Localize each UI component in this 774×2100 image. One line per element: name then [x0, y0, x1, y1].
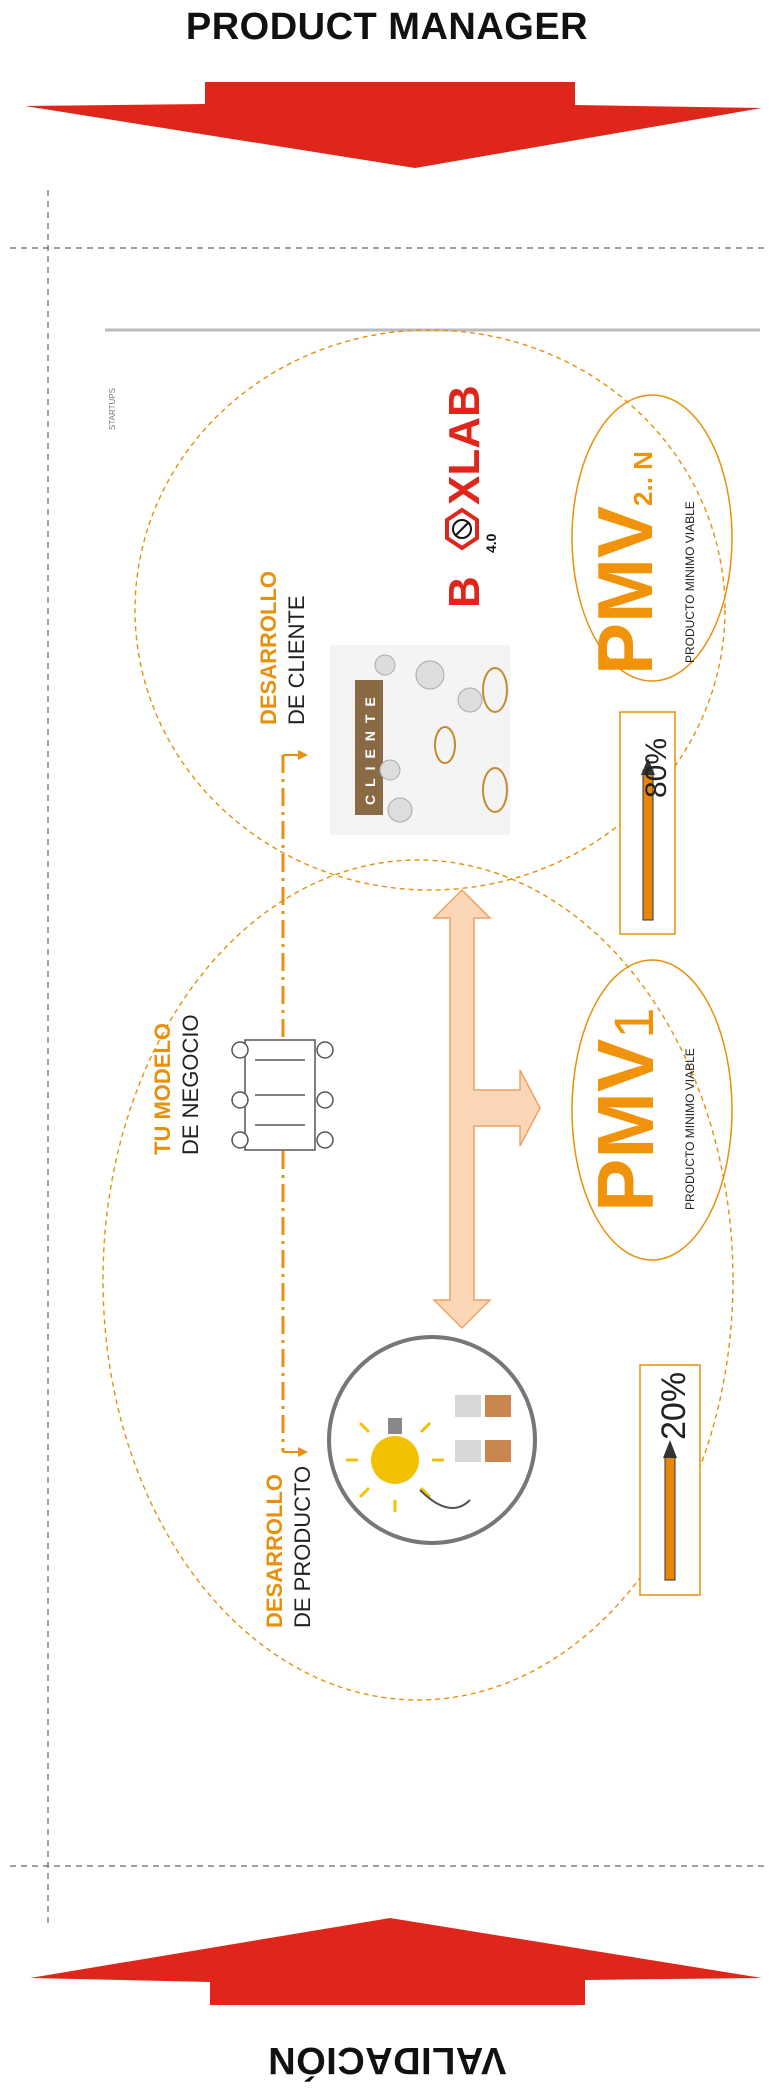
header-title: PRODUCT MANAGER	[185, 6, 589, 48]
progress-1-label: 20%	[655, 1371, 693, 1440]
pmv1-main: PMV	[581, 1038, 670, 1212]
clientes-figures-icon	[330, 645, 510, 835]
pmv2-title: PMV2.. N	[581, 451, 669, 675]
boxlab-logo-o-icon	[445, 507, 479, 551]
desarrollo-producto-title: DESARROLLO	[262, 1474, 287, 1628]
progress-2-label: 80%	[640, 737, 673, 798]
lightbulb-idea-icon	[327, 1335, 537, 1545]
pmv2-caption: PRODUCTO MINIMO VIABLE	[683, 501, 697, 663]
modelo-negocio-subtitle: DE NEGOCIO	[178, 1014, 203, 1155]
desarrollo-producto-subtitle: DE PRODUCTO	[290, 1465, 315, 1628]
desarrollo-cliente-title: DESARROLLO	[256, 571, 281, 725]
desarrollo-cliente-subtitle: DE CLIENTE	[284, 595, 309, 725]
pmv1-title: PMV1	[581, 1007, 670, 1212]
startups-tag: STARTUPS	[108, 388, 117, 430]
boxlab-logo-version: 4.0	[483, 533, 499, 553]
double-arrow	[432, 888, 541, 1330]
business-team-icon	[231, 1039, 334, 1151]
bottom-red-arrow	[30, 1918, 762, 2005]
pmv-ovals	[571, 394, 733, 1261]
pmv2-sub: 2.. N	[628, 451, 658, 506]
top-red-arrow	[25, 82, 762, 168]
boxlab-logo-b: B	[440, 576, 489, 608]
orange-dashed-ellipses	[102, 329, 734, 1701]
pmv1-sub: 1	[602, 1007, 665, 1039]
progress-box-2	[619, 711, 676, 935]
progress-box-1	[639, 1364, 701, 1596]
frame-dashed-lines	[10, 190, 764, 1925]
boxlab-logo-text: XLAB	[440, 385, 489, 505]
cliente-column-text: CLIENTE	[362, 689, 378, 805]
modelo-negocio-title: TU MODELO	[150, 1023, 175, 1155]
pmv2-main: PMV	[581, 505, 669, 675]
pmv1-caption: PRODUCTO MINIMO VIABLE	[683, 1048, 697, 1210]
